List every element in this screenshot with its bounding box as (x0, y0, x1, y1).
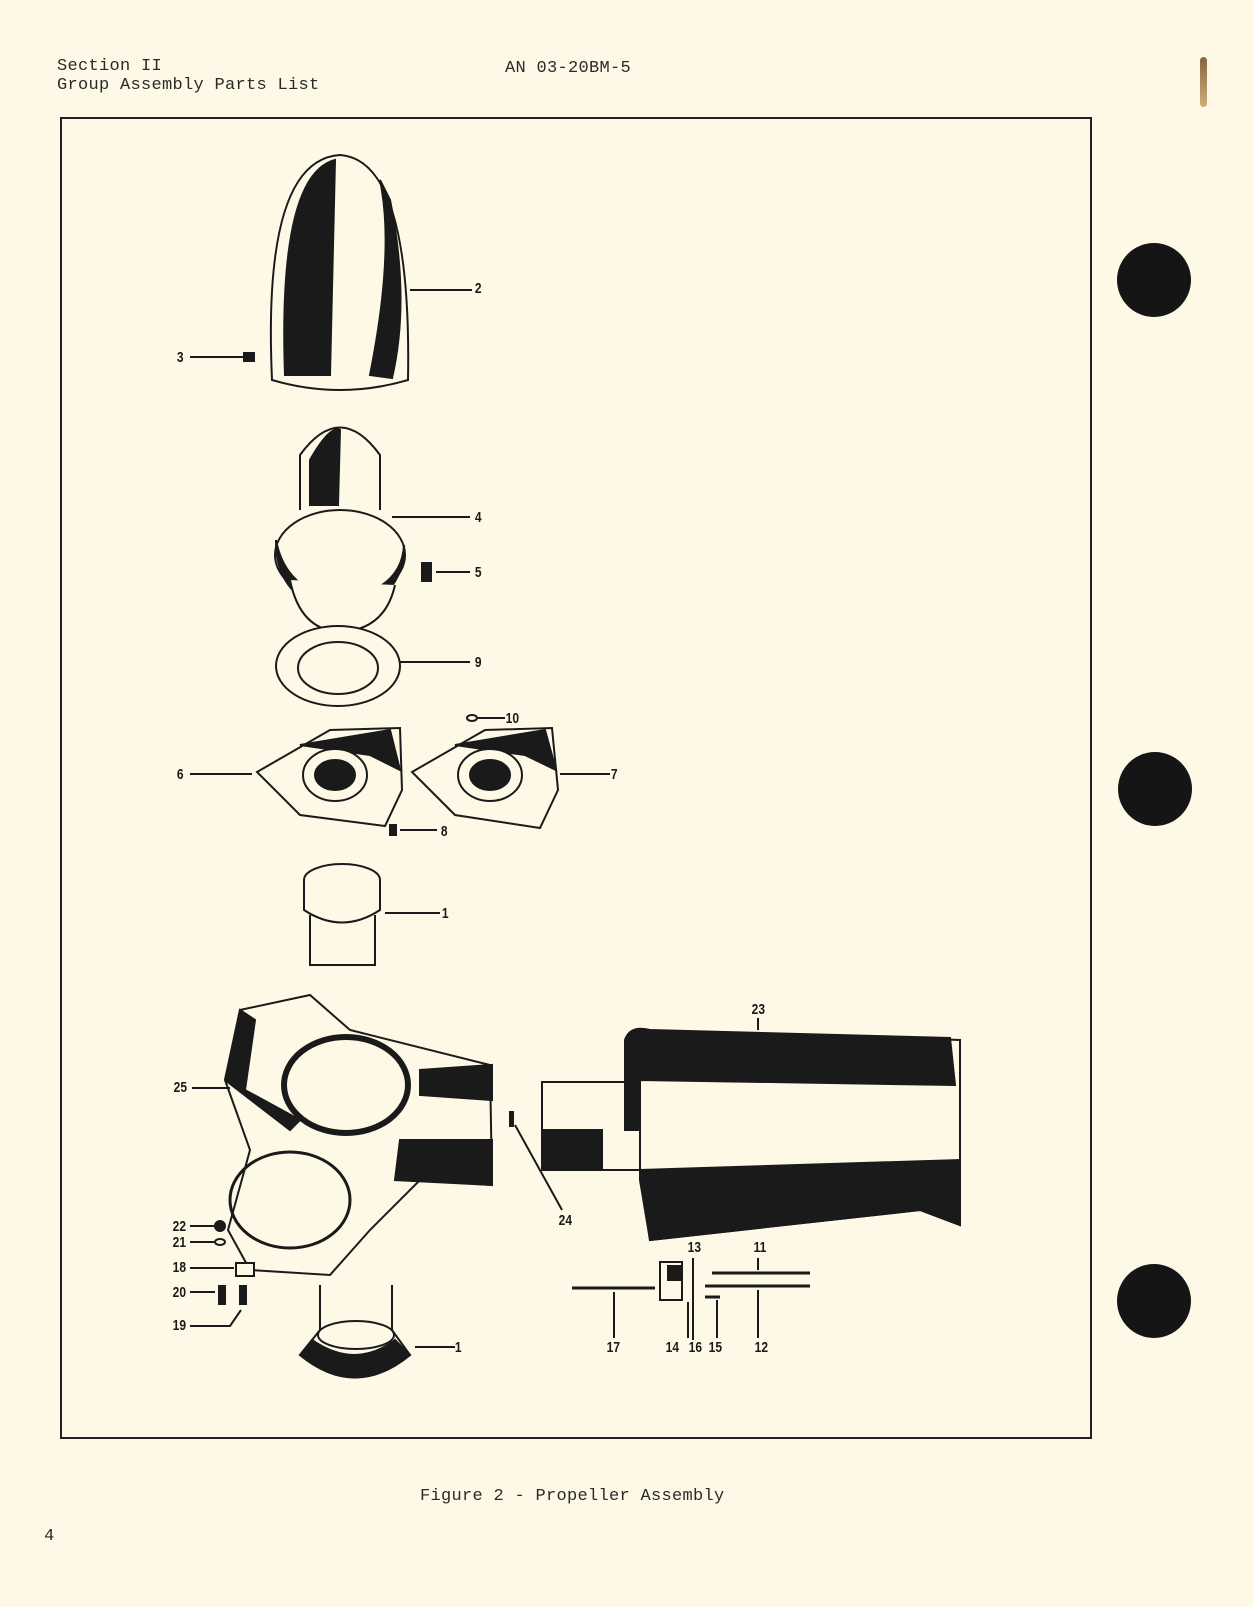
document-number: AN 03-20BM-5 (505, 59, 632, 78)
callout-8: 8 (440, 823, 448, 840)
cam-plate-right-illustration (410, 726, 610, 830)
binder-hole-middle (1118, 752, 1192, 826)
callout-15: 15 (708, 1339, 723, 1356)
hub-illustration (192, 993, 494, 1277)
callout-20: 20 (172, 1284, 187, 1301)
callout-7: 7 (610, 766, 618, 783)
figure-frame (60, 117, 1092, 1439)
section-subtitle: Group Assembly Parts List (57, 76, 320, 95)
callout-19: 19 (172, 1317, 187, 1334)
callout-17: 17 (606, 1339, 621, 1356)
callout-23: 23 (751, 1001, 766, 1018)
spinner-dome-illustration (269, 153, 472, 391)
page-number: 4 (44, 1527, 55, 1546)
gear-illustration (303, 863, 440, 966)
callout-1-upper: 1 (441, 905, 449, 922)
callout-4: 4 (474, 509, 482, 526)
callout-1-lower: 1 (454, 1339, 462, 1356)
callout-25: 25 (173, 1079, 188, 1096)
callout-21: 21 (172, 1234, 187, 1251)
callout-16: 16 (688, 1339, 703, 1356)
callout-11: 11 (753, 1239, 767, 1256)
binder-hole-top (1117, 243, 1191, 317)
binder-hole-bottom (1117, 1264, 1191, 1338)
section-label: Section II (57, 57, 163, 76)
callout-5: 5 (474, 564, 482, 581)
callout-2: 2 (474, 280, 482, 297)
callout-10: 10 (505, 710, 520, 727)
blade-illustration (541, 1018, 961, 1242)
dome-assembly-illustration (274, 426, 470, 634)
callout-22: 22 (172, 1218, 187, 1235)
callout-3: 3 (176, 349, 184, 366)
page-header-left: Section II Group Assembly Parts List (57, 57, 320, 95)
callout-14: 14 (665, 1339, 680, 1356)
cam-plate-left-illustration (190, 726, 404, 828)
callout-6: 6 (176, 766, 184, 783)
paper-stain (1200, 57, 1207, 107)
callout-9: 9 (474, 654, 482, 671)
callout-24: 24 (558, 1212, 573, 1229)
callout-12: 12 (754, 1339, 769, 1356)
figure-caption: Figure 2 - Propeller Assembly (420, 1487, 725, 1506)
callout-18: 18 (172, 1259, 187, 1276)
callout-13: 13 (687, 1239, 702, 1256)
lower-gear-illustration (298, 1285, 455, 1379)
